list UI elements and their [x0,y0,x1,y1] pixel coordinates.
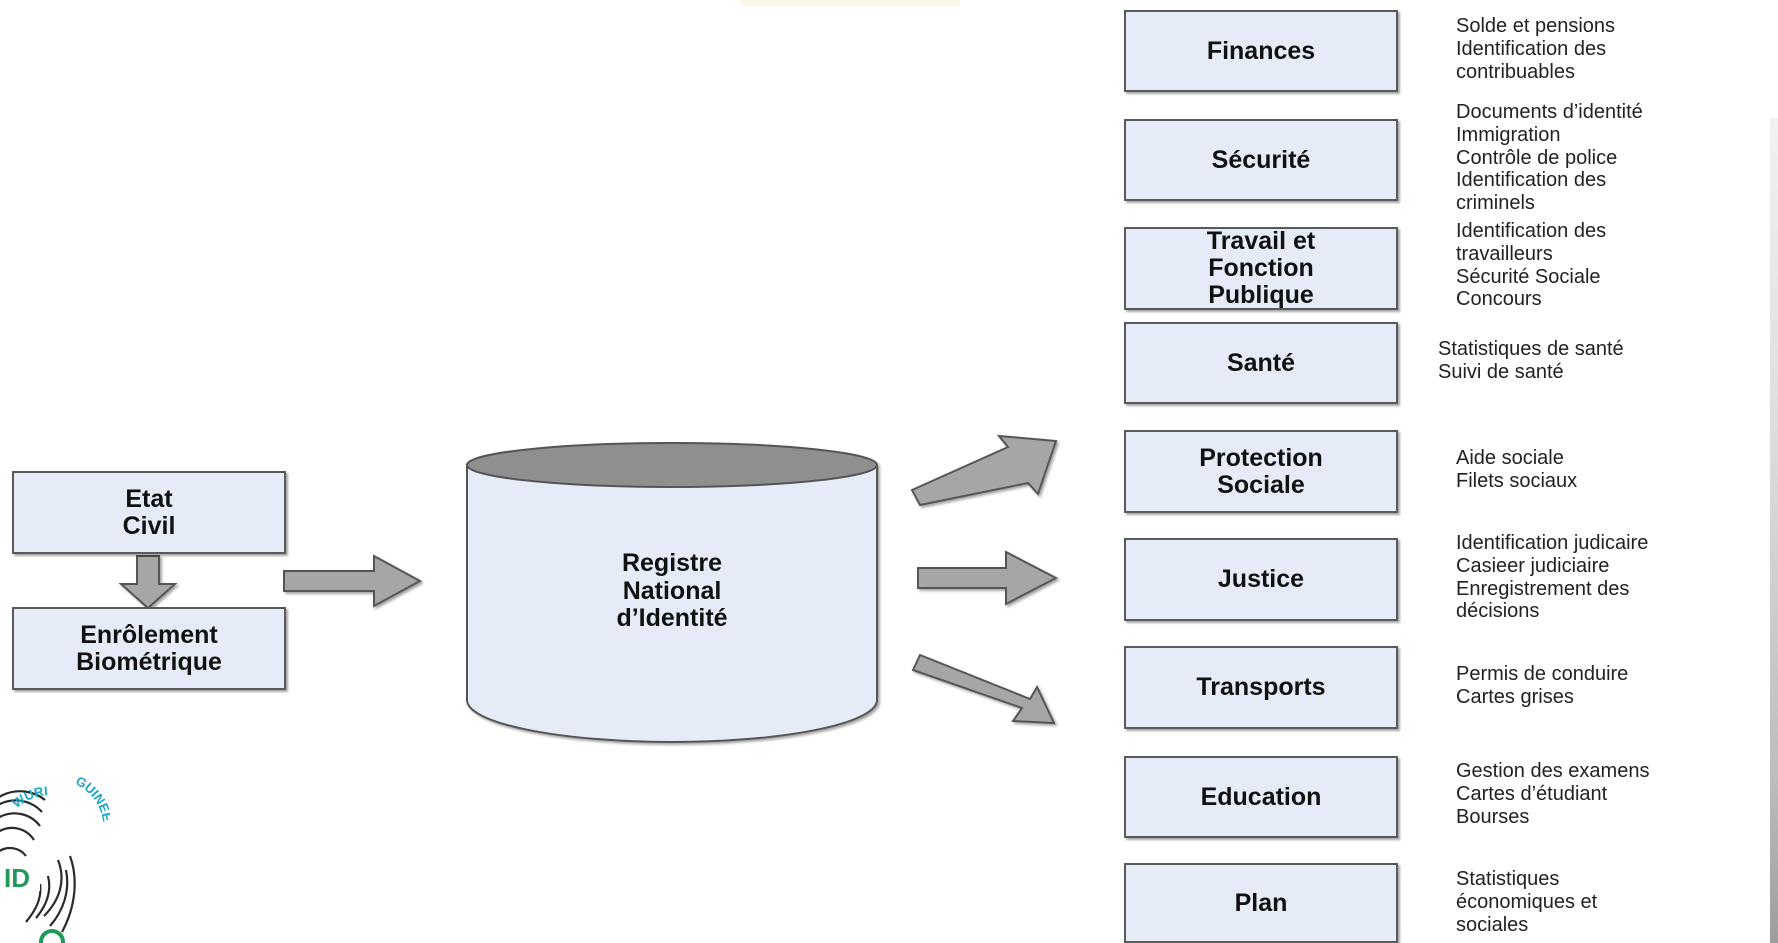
arrow-lower [911,653,1056,725]
sector-box-transports: Transports [1124,646,1398,729]
sector-description-travail: Identification des travailleurs Sécurité… [1456,220,1607,311]
sector-description-education: Gestion des examens Cartes d’étudiant Bo… [1456,760,1650,828]
sector-description-securite: Documents d’identité Immigration Contrôl… [1456,101,1643,215]
sector-box-travail: Travail et Fonction Publique [1124,227,1398,310]
top-decoration [740,0,960,6]
logo-side-text: GUINEE [73,773,110,823]
enrolement-box: Enrôlement Biométrique [12,607,286,690]
sector-description-sante: Statistiques de santé Suivi de santé [1438,338,1624,383]
sector-description-plan: Statistiques économiques et sociales [1456,868,1598,936]
sector-description-finances: Solde et pensions Identification des con… [1456,15,1616,83]
sector-box-justice: Justice [1124,538,1398,621]
logo-badge-text: ID [4,863,30,893]
sector-description-justice: Identification judicaire Casieer judicia… [1456,532,1649,623]
wuri-guinee-logo: ID WURI GUINEE [0,773,110,943]
arrow-to-registry [283,554,423,608]
registry-label: Registre National d’Identité [616,549,728,632]
sector-description-transports: Permis de conduire Cartes grises [1456,663,1629,708]
id-badge-bg [0,863,40,891]
arrow-middle [917,550,1059,606]
sector-box-protection-sociale: Protection Sociale [1124,430,1398,513]
logo-top-text: WURI [9,783,48,811]
fingerprint-icon [0,790,76,933]
down-arrow [118,555,178,610]
sector-box-education: Education [1124,756,1398,838]
sector-box-sante: Santé [1124,322,1398,404]
logo-ring-icon [39,929,65,943]
etat-civil-box: Etat Civil [12,471,286,554]
sector-box-securite: Sécurité [1124,119,1398,201]
right-edge-shadow [1770,118,1778,943]
sector-box-plan: Plan [1124,863,1398,943]
registry-cylinder [466,442,878,743]
sector-description-protection-sociale: Aide sociale Filets sociaux [1456,447,1578,492]
sector-box-finances: Finances [1124,10,1398,92]
arrow-upper [910,434,1058,507]
